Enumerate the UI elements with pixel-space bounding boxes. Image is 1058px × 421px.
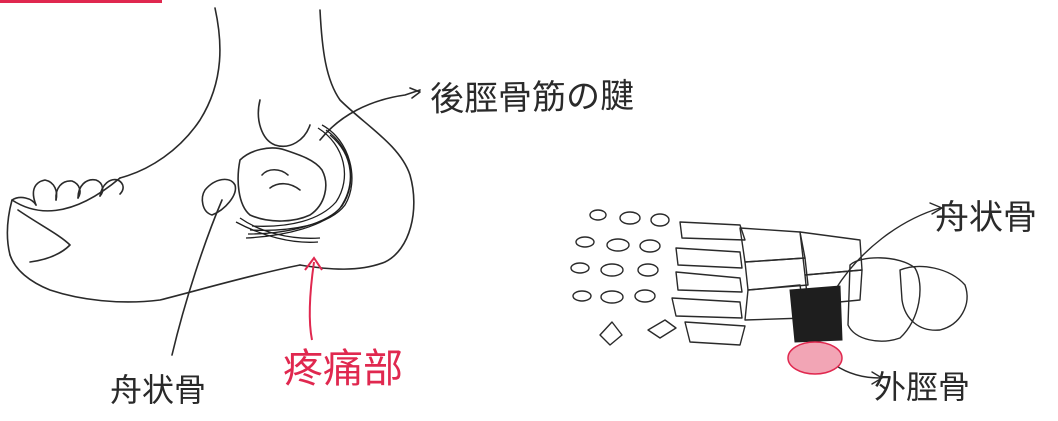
label-navicular-left: 舟状骨 [110,371,207,409]
foot-skeleton-view [570,202,968,385]
achilles-arrowhead [409,87,421,99]
toe-knuckle-line [17,209,71,263]
toe-2 [32,179,58,206]
achilles-leader [319,89,421,141]
navicular-left-leader [171,199,223,356]
toe-5 [99,178,124,197]
talus-detail [261,168,301,191]
leg-back-heel-outline [299,9,415,270]
malleolus [257,99,311,147]
pain-arrow [304,256,323,341]
label-achilles-tendon: 後脛骨筋の腱 [429,76,635,120]
toe-4 [77,178,104,199]
navicular-right-bone [789,285,843,343]
sole-outline [9,254,301,303]
label-pain-site: 疼痛部 [283,346,403,392]
tendon-strokes [235,124,353,243]
toe-line [11,177,121,212]
accessory-navicular-bone [787,341,843,375]
top-edge-mark [0,0,162,3]
label-navicular-right: 舟状骨 [935,198,1037,238]
label-accessory-navicular: 外脛骨 [874,368,971,406]
talus-outline [237,147,327,222]
toe-3 [55,180,81,201]
leg-front-outline [119,7,221,179]
navicular-left-bone [201,178,237,216]
